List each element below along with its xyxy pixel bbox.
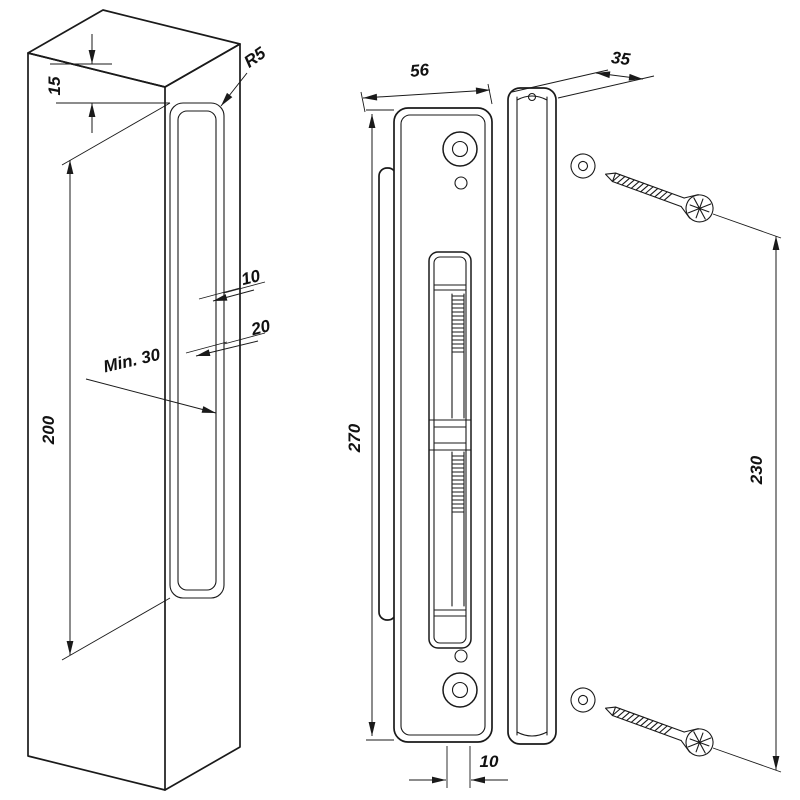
dim-15 [50,34,170,133]
label-recess-top-offset: 15 [45,76,64,95]
dim-200 [61,102,171,661]
bottom-screw-hole-inner [451,681,469,699]
label-bottom-offset: 10 [480,752,499,771]
adjustment-rack-teeth-upper [451,295,465,353]
mortise-slot [169,102,225,599]
adjustment-rack-edges [451,293,465,607]
adjustment-rack-teeth-lower [451,455,465,513]
post-side-face [164,43,241,791]
dim-10-bottom [409,746,508,788]
mounting-profile-side [507,87,557,745]
label-pocket-width: 20 [248,316,272,339]
label-keeper-height: 270 [345,423,364,453]
dim-min-30 [85,378,217,414]
bottom-screw-hole [442,672,478,708]
dim-10-slot [198,281,266,302]
label-recess-height: 200 [39,415,58,445]
keeper-outer-outline [393,107,493,743]
dim-56 [360,83,493,113]
label-screw-spacing: 230 [747,455,766,485]
label-slot-width: 10 [239,266,262,289]
dim-r5 [220,72,248,107]
dim-20-pocket [185,332,266,357]
dim-230 [712,213,782,773]
bottom-pin-hole [454,649,468,663]
dim-35 [511,69,655,99]
mortise-inner-outline [177,110,217,591]
keeper-plate-front [378,107,493,743]
top-screw-hole-inner [451,140,469,158]
label-keeper-width: 56 [409,60,430,81]
profile-channel-hole [527,92,537,102]
keeper-inner-outline [400,114,486,736]
post-isometric [27,9,241,791]
keeper-plate-details [428,131,478,708]
profile-outline [507,87,557,745]
top-pin-hole [454,176,468,190]
mortise-outer-outline [169,102,225,599]
label-profile-depth: 35 [610,48,632,69]
latch-pocket-dividers [428,284,472,617]
top-screw-hole [442,131,478,167]
profile-inner-lines [516,95,548,737]
dim-270 [366,109,394,741]
